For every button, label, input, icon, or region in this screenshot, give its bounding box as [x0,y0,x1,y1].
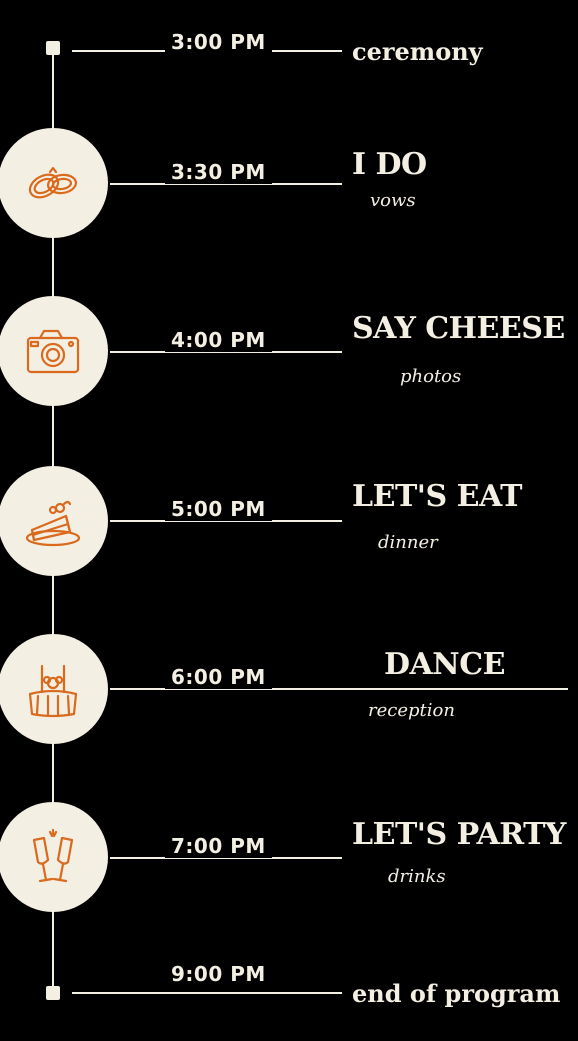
event-title: ceremony [352,37,483,66]
event-icon-circle [0,634,108,744]
event-time: 7:00 PM [165,834,272,858]
camera-icon [26,329,80,374]
connector-line [110,688,568,690]
banquet-table-icon [28,664,78,718]
event-time: 6:00 PM [165,665,272,689]
event-icon-circle [0,296,108,406]
event-time: 4:00 PM [165,328,272,352]
cake-slice-icon [25,500,81,547]
connector-line [110,520,342,522]
event-subtitle: dinner [378,532,438,553]
event-title: end of program [352,979,561,1008]
timeline-start-dot [46,41,60,55]
event-title: I DO [352,147,427,182]
connector-line [72,992,342,994]
event-time: 5:00 PM [165,497,272,521]
event-icon-circle [0,466,108,576]
event-time: 3:30 PM [165,160,272,184]
event-title: DANCE [384,647,505,682]
champagne-toast-icon [32,828,74,883]
event-time: 9:00 PM [165,962,272,986]
event-title: LET'S PARTY [352,817,566,852]
event-time: 3:00 PM [165,30,272,54]
event-subtitle: photos [400,366,462,387]
event-subtitle: drinks [388,866,446,887]
event-subtitle: vows [370,190,416,211]
event-title: LET'S EAT [352,479,522,514]
connector-line [110,183,342,185]
connector-line [110,857,342,859]
event-title: SAY CHEESE [352,311,565,346]
event-icon-circle [0,802,108,912]
wedding-rings-icon [28,166,78,199]
event-subtitle: reception [368,700,455,721]
connector-line [110,351,342,353]
timeline-end-dot [46,986,60,1000]
event-icon-circle [0,128,108,238]
